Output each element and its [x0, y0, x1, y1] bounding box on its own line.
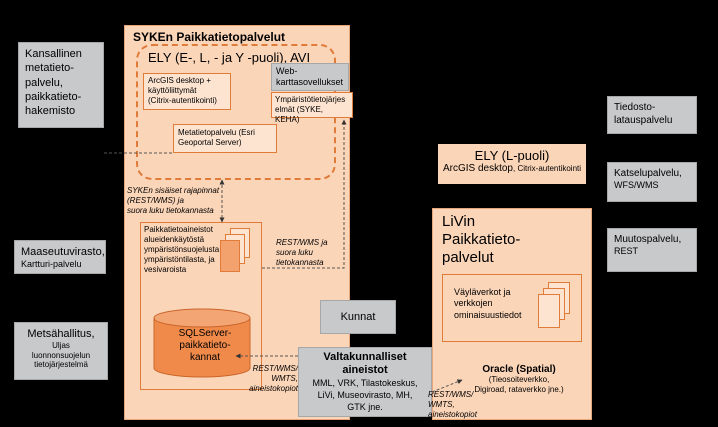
ely-l-subtitle: ArcGIS desktop, Citrix-autentikointi: [438, 163, 586, 174]
web-map-apps-box: Web- karttasovellukset: [271, 63, 349, 91]
livi-documents-stack-icon: [538, 282, 572, 330]
syke-panel-title: SYKEn Paikkatietopalvelut: [133, 30, 286, 44]
change-service-title: Muutospalvelu,: [614, 234, 682, 245]
national-datasets-box: Valtakunnalliset aineistot MML, VRK, Til…: [298, 347, 432, 417]
view-service-box: Katselupalvelu, WFS/WMS: [607, 162, 697, 202]
sqlserver-database-label: SQLServer- paikkatieto- kannat: [178, 328, 232, 363]
file-download-service-box: Tiedosto- latauspalvelu: [607, 96, 697, 134]
ely-l-box: ELY (L-puoli) ArcGIS desktop, Citrix-aut…: [438, 144, 586, 184]
ely-region-title: ELY (E-, L, - ja Y -puoli), AVI: [148, 50, 311, 65]
metadata-service-box: Metatietopalvelu (Esri Geoportal Server): [173, 124, 277, 153]
syke-right-interface-label: REST/WMS ja suora luku tietokannasta: [276, 238, 328, 267]
change-service-subtitle: REST: [614, 246, 639, 256]
maaseutuvirasto-subtitle: Kartturi-palvelu: [21, 259, 82, 270]
syke-bottom-interface-label: REST/WMS/ WMTS, aineistokopiot: [249, 364, 298, 393]
oracle-subtitle: (Tieosoiteverkko, Digiroad, rataverkko j…: [474, 375, 564, 394]
maaseutuvirasto-box: Maaseutuvirasto, Kartturi-palvelu: [14, 240, 106, 274]
national-metadata-service-box: Kansallinen metatieto- palvelu, paikkati…: [18, 42, 104, 128]
metsahallitus-title: Metsähallitus,: [27, 328, 95, 340]
livi-bottom-interface-label: REST/WMS/ WMTS, aineistokopiot: [428, 390, 477, 419]
change-service-box: Muutospalvelu, REST: [607, 228, 697, 272]
kunnat-box: Kunnat: [320, 300, 396, 334]
oracle-database-label: Oracle (Spatial) (Tieosoiteverkko, Digir…: [464, 364, 574, 394]
syke-internal-interfaces-label: SYKEn sisäiset rajapinnat (REST/WMS) ja …: [127, 186, 220, 215]
national-datasets-sources: MML, VRK, Tilastokeskus, LiVi, Museovira…: [312, 378, 418, 412]
ely-l-title: ELY (L-puoli): [474, 148, 550, 163]
national-datasets-title: Valtakunnalliset aineistot: [323, 351, 407, 376]
maaseutuvirasto-title: Maaseutuvirasto,: [21, 246, 105, 258]
ely-l-subtitle-main: ArcGIS desktop: [442, 163, 513, 174]
syke-datasets-label: Paikkatietoaineistot alueidenkäytöstä ym…: [144, 225, 220, 274]
arcgis-desktop-box: ArcGIS desktop + käyttöliittymät (Citrix…: [143, 73, 231, 110]
metsahallitus-subtitle: Uljas luonnonsuojelun tietojärjestelmä: [31, 341, 91, 370]
view-service-subtitle: WFS/WMS: [614, 180, 659, 190]
oracle-title: Oracle (Spatial): [482, 364, 556, 375]
documents-stack-icon: [220, 228, 252, 274]
livi-panel-title: LiVin Paikkatieto- palvelut: [442, 213, 521, 266]
view-service-title: Katselupalvelu,: [614, 168, 682, 179]
metsahallitus-box: Metsähallitus, Uljas luonnonsuojelun tie…: [14, 322, 108, 380]
livi-networks-label: Väyläverkot ja verkkojen ominaisuustiedo…: [454, 287, 522, 320]
environmental-info-systems-box: Ympäristötietojärjes elmät (SYKE, KEHA): [271, 92, 353, 124]
ely-l-subtitle-small: , Citrix-autentikointi: [513, 164, 582, 173]
